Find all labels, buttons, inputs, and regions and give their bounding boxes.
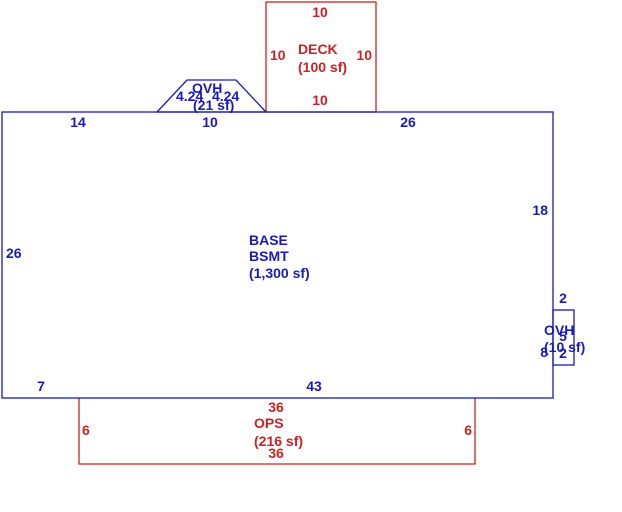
base-dim-left: 26 (6, 245, 22, 261)
deck-area: (100 sf) (298, 59, 347, 75)
ops-name: OPS (254, 415, 284, 431)
base-name-line1: BASE (249, 232, 288, 248)
ops-dim-right: 6 (464, 422, 472, 438)
base-dim-right-lower: 8 (540, 344, 548, 360)
base-dim-top-left: 14 (70, 114, 86, 130)
ops-dim-bottom: 36 (268, 445, 284, 461)
base-dim-top-right: 26 (400, 114, 416, 130)
ops-outline (78, 398, 476, 465)
base-dim-bottom: 43 (306, 378, 322, 394)
ovh-right-dim-bottom: 2 (559, 345, 567, 361)
ovh-right-dim-side: 5 (559, 328, 567, 344)
deck-name: DECK (298, 41, 338, 57)
deck-dim-left: 10 (270, 47, 286, 63)
ovh-right-area: (10 sf) (544, 339, 585, 355)
ops-dim-top: 36 (268, 399, 284, 415)
ovh-top-dim-right: 4.24 (212, 88, 239, 104)
base-dim-bottom-left: 7 (37, 378, 45, 394)
ovh-top-area: (21 sf) (193, 97, 234, 113)
deck-dim-top: 10 (312, 4, 328, 20)
base-dim-right-upper: 18 (532, 202, 548, 218)
ovh-right-name: OVH (544, 322, 574, 338)
deck-dim-bottom: 10 (312, 92, 328, 108)
ovh-top-dim-left: 4.24 (176, 88, 203, 104)
ovh-right-dim-top: 2 (559, 290, 567, 306)
ops-dim-left: 6 (82, 422, 90, 438)
ovh-top-name: OVH (192, 80, 222, 96)
base-dim-top-mid: 10 (202, 114, 218, 130)
ops-area: (216 sf) (254, 433, 303, 449)
deck-dim-right: 10 (356, 47, 372, 63)
base-outline (1, 111, 554, 399)
ovh-right-outline (552, 309, 575, 366)
base-area: (1,300 sf) (249, 265, 310, 281)
base-name-line2: BSMT (249, 248, 289, 264)
